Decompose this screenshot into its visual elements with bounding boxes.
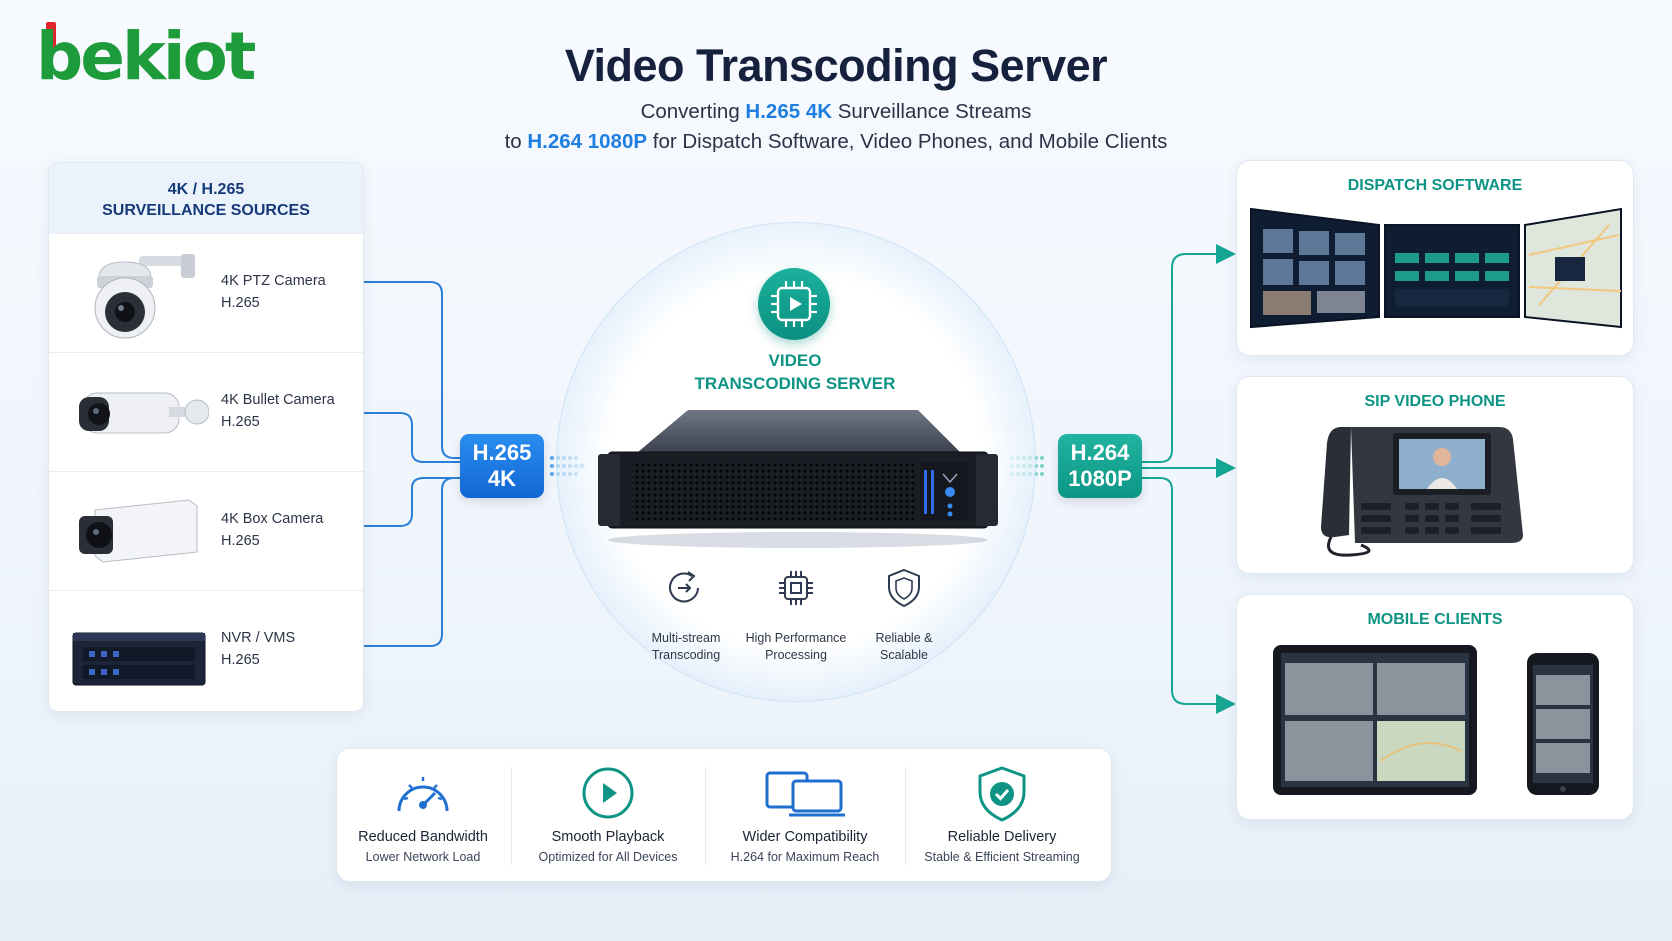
benefit-title: Reduced Bandwidth	[358, 829, 488, 845]
transcoder-chip-icon	[758, 268, 830, 340]
source-item-nvr: NVR / VMS H.265	[49, 590, 363, 709]
brand-logo: bekiot	[36, 22, 256, 92]
benefit-subtitle: Lower Network Load	[365, 850, 481, 864]
sip-phone-image	[1321, 427, 1523, 557]
mobile-clients-title: MOBILE CLIENTS	[1367, 611, 1503, 628]
benefit-subtitle: H.264 for Maximum Reach	[730, 850, 880, 864]
sources-heading-line-1: 4K / H.265	[167, 181, 245, 198]
output-badge-resolution: 1080P	[1068, 466, 1132, 491]
input-badge-codec: H.265	[472, 440, 532, 465]
feature-reliable: Reliable & Scalable	[839, 630, 969, 664]
shield-check-icon	[978, 766, 1026, 822]
feature-line-1: High Performance	[745, 631, 847, 645]
benefits-bar: Reduced Bandwidth Lower Network Load Smo…	[336, 748, 1112, 882]
wire-ptz	[364, 281, 460, 459]
source-item-bullet: 4K Bullet Camera H.265	[49, 352, 363, 471]
benefit-divider	[905, 767, 906, 865]
source-label: 4K PTZ Camera H.265	[221, 270, 326, 314]
benefit-divider	[705, 767, 706, 865]
feature-line-1: Reliable &	[875, 631, 933, 645]
feature-performance: High Performance Processing	[731, 630, 861, 664]
benefit-playback: Smooth Playback Optimized for All Device…	[513, 749, 703, 883]
input-codec-badge: H.265 4K	[460, 434, 544, 498]
benefit-title: Reliable Delivery	[947, 829, 1057, 845]
benefit-compatibility: Wider Compatibility H.264 for Maximum Re…	[707, 749, 903, 883]
benefit-subtitle: Optimized for All Devices	[538, 850, 678, 864]
dispatch-title: DISPATCH SOFTWARE	[1347, 177, 1523, 194]
mobile-devices-image	[1273, 645, 1599, 795]
source-codec: H.265	[221, 533, 260, 549]
benefit-delivery: Reliable Delivery Stable & Efficient Str…	[907, 749, 1097, 883]
source-name: 4K Bullet Camera	[221, 392, 335, 408]
bullet-camera-image	[79, 392, 209, 434]
source-item-ptz: 4K PTZ Camera H.265	[49, 233, 363, 352]
sources-heading-line-2: SURVEILLANCE SOURCES	[102, 202, 310, 219]
sources-heading: 4K / H.265 SURVEILLANCE SOURCES	[49, 163, 363, 233]
benefit-divider	[511, 767, 512, 865]
source-label: NVR / VMS H.265	[221, 627, 295, 671]
subtitle-1-post: Surveillance Streams	[832, 100, 1032, 123]
chip-icon	[774, 566, 818, 610]
logo-accent	[46, 22, 56, 48]
sources-panel: 4K / H.265 SURVEILLANCE SOURCES 4K PTZ C…	[48, 162, 364, 712]
source-label: 4K Box Camera H.265	[221, 508, 323, 552]
source-codec: H.265	[221, 295, 260, 311]
dispatch-panel: DISPATCH SOFTWARE	[1236, 160, 1634, 356]
source-codec: H.265	[221, 652, 260, 668]
output-badge-codec: H.264	[1070, 440, 1130, 465]
server-title-line-1: VIDEO	[768, 351, 822, 370]
subtitle-2-highlight: H.264 1080P	[527, 130, 648, 153]
gauge-icon	[397, 777, 449, 812]
logo-text: bekiot	[36, 18, 256, 95]
benefit-subtitle: Stable & Efficient Streaming	[924, 850, 1080, 864]
devices-icon	[765, 771, 845, 817]
wire-dispatch	[1142, 244, 1236, 463]
ptz-camera-image	[94, 254, 195, 339]
page-title: Video Transcoding Server	[564, 40, 1108, 91]
source-name: NVR / VMS	[221, 630, 296, 646]
feature-line-1: Multi-stream	[651, 631, 721, 645]
feature-multistream: Multi-stream Transcoding	[621, 630, 751, 664]
output-codec-badge: H.264 1080P	[1058, 434, 1142, 498]
feature-line-2: Scalable	[880, 648, 928, 662]
benefit-title: Wider Compatibility	[742, 829, 868, 845]
refresh-icon	[662, 566, 706, 610]
subtitle-1-pre: Converting	[640, 100, 746, 123]
subtitle-line-2: to H.264 1080P for Dispatch Software, Vi…	[0, 130, 1672, 154]
input-badge-resolution: 4K	[487, 466, 517, 491]
nvr-image	[72, 632, 206, 686]
source-name: 4K PTZ Camera	[221, 273, 326, 289]
play-icon	[582, 767, 634, 819]
mobile-clients-panel: MOBILE CLIENTS	[1236, 594, 1634, 820]
server-title-line-2: TRANSCODING SERVER	[694, 374, 896, 393]
shield-icon	[882, 566, 926, 610]
wire-box	[364, 477, 460, 527]
subtitle-1-highlight: H.265 4K	[745, 100, 833, 123]
source-label: 4K Bullet Camera H.265	[221, 389, 335, 433]
wire-nvr	[364, 477, 460, 647]
subtitle-2-post: for Dispatch Software, Video Phones, and…	[647, 130, 1168, 153]
source-name: 4K Box Camera	[221, 511, 324, 527]
server-title: VIDEO TRANSCODING SERVER	[600, 349, 990, 395]
sip-phone-panel: SIP VIDEO PHONE	[1236, 376, 1634, 574]
source-item-box: 4K Box Camera H.265	[49, 471, 363, 590]
benefit-title: Smooth Playback	[551, 829, 665, 845]
box-camera-image	[79, 499, 198, 563]
dispatch-screens-image	[1250, 207, 1622, 329]
feature-line-2: Processing	[765, 648, 827, 662]
sip-phone-title: SIP VIDEO PHONE	[1364, 393, 1506, 410]
benefit-bandwidth: Reduced Bandwidth Lower Network Load	[337, 749, 509, 883]
subtitle-line-1: Converting H.265 4K Surveillance Streams	[0, 100, 1672, 124]
wire-bullet	[364, 412, 460, 463]
rack-server-image	[598, 410, 998, 548]
feature-line-2: Transcoding	[651, 648, 721, 662]
wire-mobile	[1142, 477, 1236, 714]
subtitle-2-pre: to	[504, 130, 528, 153]
source-codec: H.265	[221, 414, 260, 430]
